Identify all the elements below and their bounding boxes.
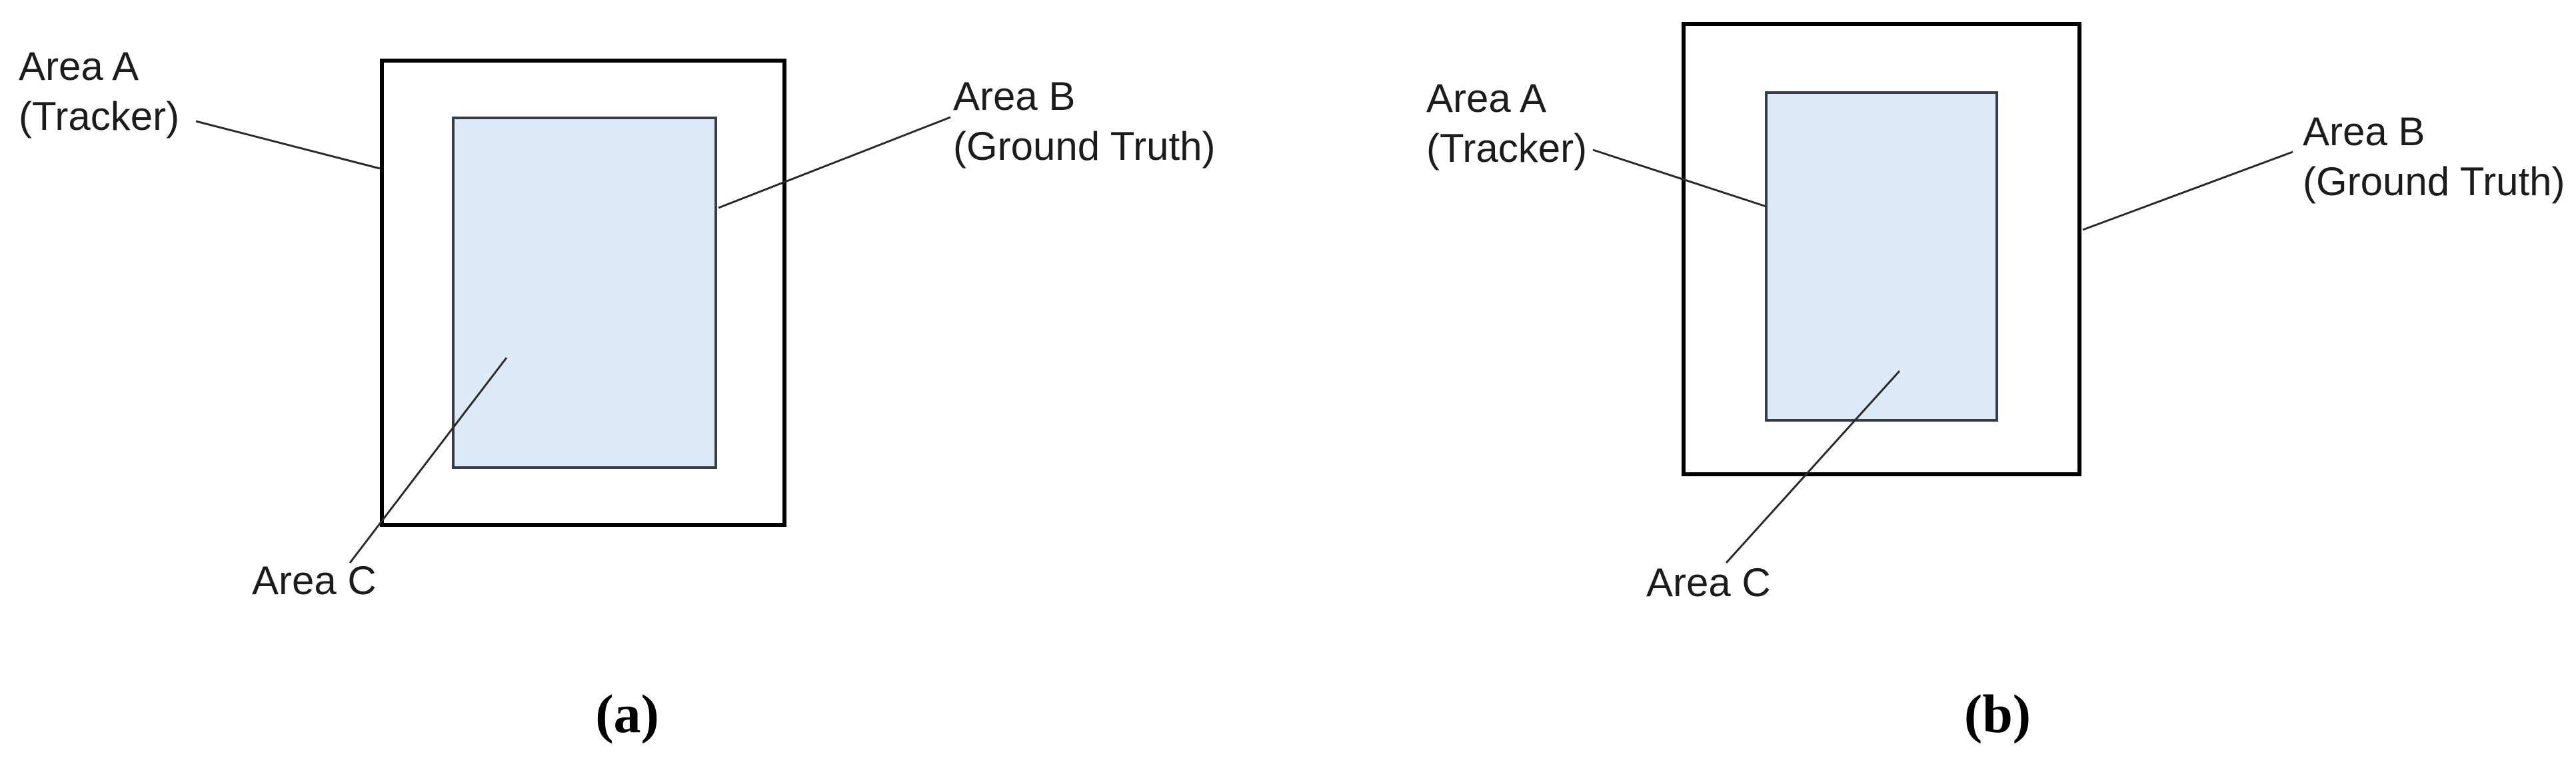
area-a-label: Area A (Tracker) bbox=[1426, 73, 1587, 173]
leader-line-area-b bbox=[2082, 151, 2293, 231]
area-b-label-line2: (Ground Truth) bbox=[2303, 159, 2565, 204]
panel-b-caption: (b) bbox=[1963, 683, 2031, 744]
tracker-box-b bbox=[1765, 91, 1998, 422]
area-c-label: Area C bbox=[252, 556, 377, 605]
area-b-label-line2: (Ground Truth) bbox=[953, 124, 1216, 169]
area-a-label-line2: (Tracker) bbox=[19, 94, 180, 139]
area-c-label-line1: Area C bbox=[1646, 560, 1771, 605]
area-b-label: Area B (Ground Truth) bbox=[2303, 107, 2565, 206]
leader-line-area-a bbox=[195, 120, 381, 170]
tracker-box-a bbox=[380, 59, 786, 527]
area-b-label-line1: Area B bbox=[953, 74, 1076, 119]
area-b-label: Area B (Ground Truth) bbox=[953, 71, 1216, 171]
area-c-label-line1: Area C bbox=[252, 558, 377, 603]
area-a-label-line2: (Tracker) bbox=[1426, 126, 1588, 171]
area-a-label: Area A (Tracker) bbox=[19, 41, 179, 141]
ground-truth-box-a bbox=[452, 117, 717, 469]
panel-a-caption: (a) bbox=[595, 683, 659, 744]
area-b-label-line1: Area B bbox=[2303, 109, 2425, 154]
area-a-label-line1: Area A bbox=[1426, 76, 1547, 121]
area-c-label: Area C bbox=[1646, 558, 1771, 607]
area-a-label-line1: Area A bbox=[19, 44, 139, 89]
